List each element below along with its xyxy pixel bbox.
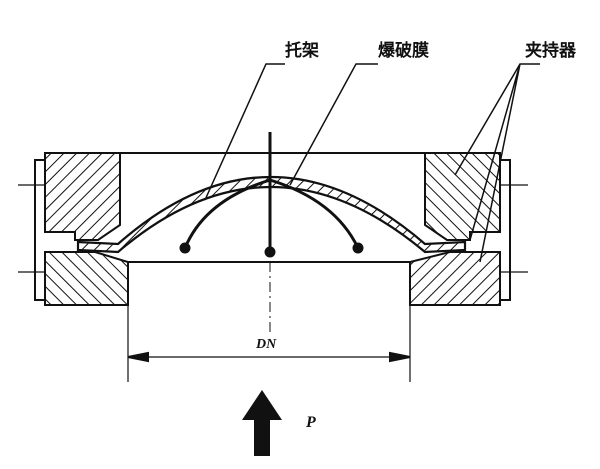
leader-disc [289,63,378,186]
pressure-arrow-icon [242,390,282,456]
lower-clamp-right [409,251,501,306]
label-pressure: P [306,414,316,431]
rupture-disc-dome [76,175,467,254]
upper-clamp-left [44,152,121,241]
upper-clamp-right [424,152,501,241]
leader-holder [204,63,285,201]
support-rib-left [183,178,271,249]
leader-clamp [454,63,540,263]
label-clamp: 夹持器 [525,41,576,61]
label-holder-support: 托架 [285,41,319,61]
label-nominal-diameter: DN [256,337,277,352]
support-rib-right [269,178,360,249]
lower-clamp-left [44,251,129,306]
label-rupture-disc: 爆破膜 [378,41,429,61]
